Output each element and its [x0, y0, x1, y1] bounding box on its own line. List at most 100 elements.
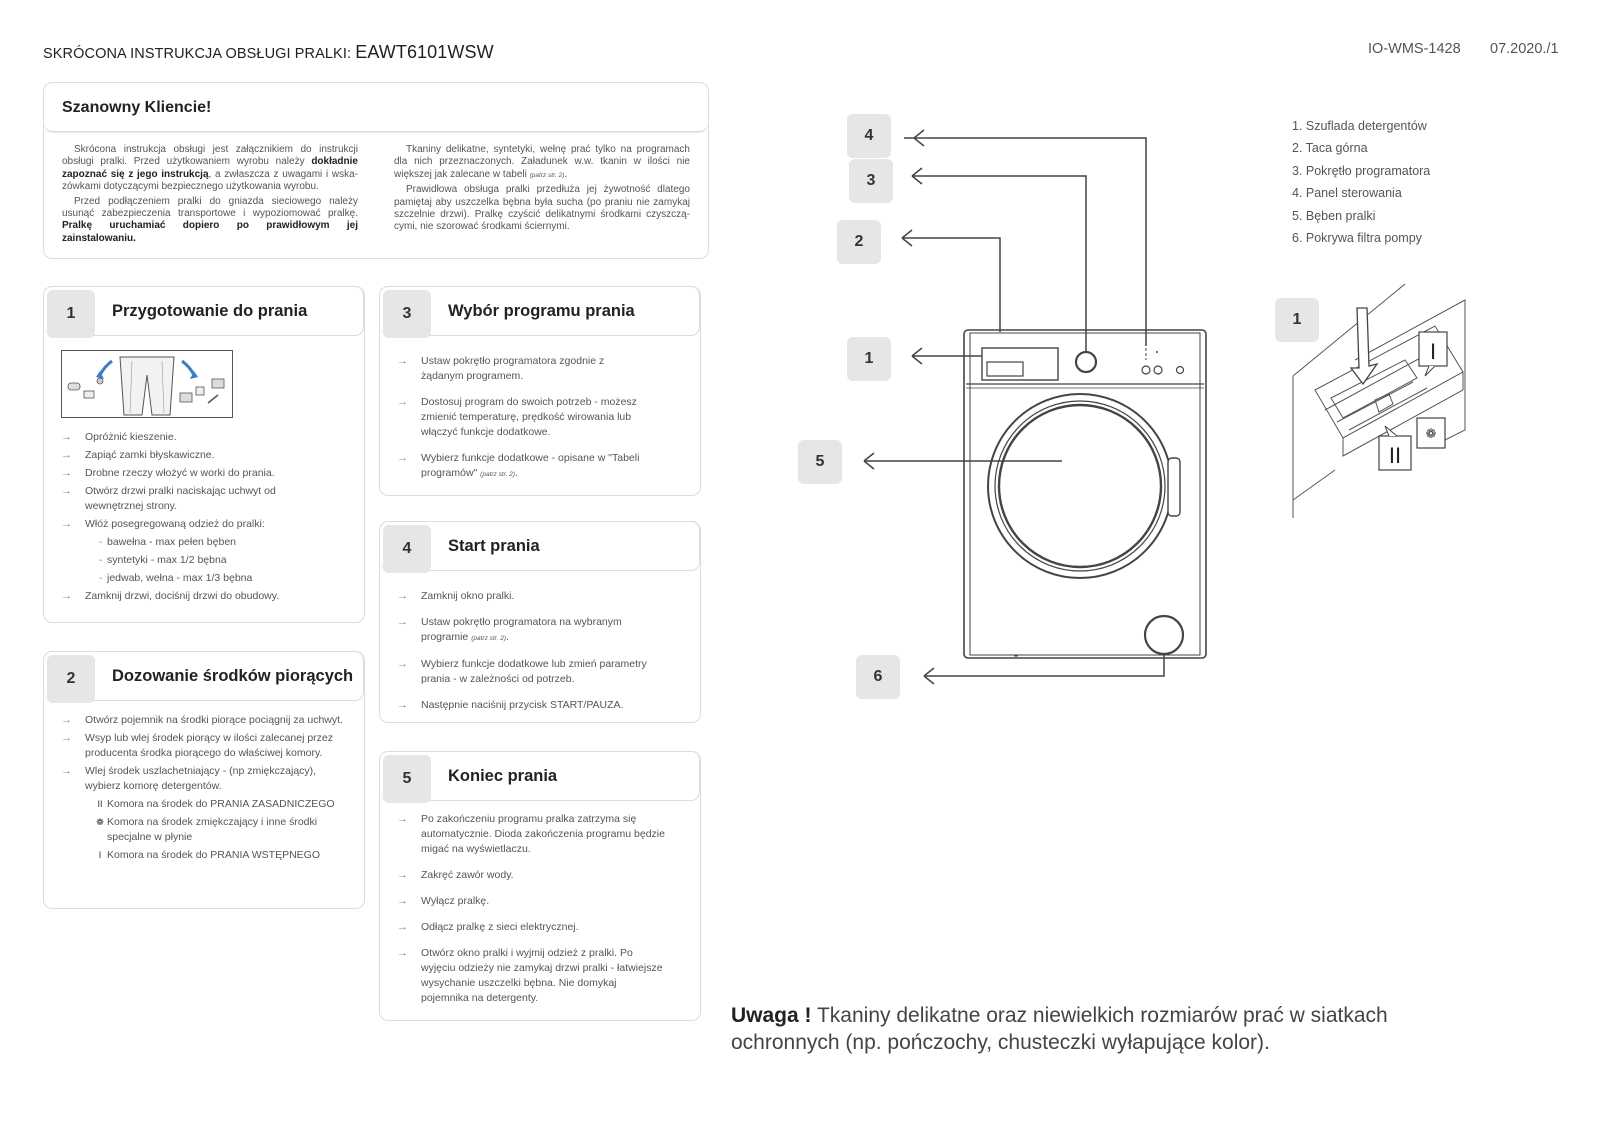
step-text: Zamknij drzwi, dociśnij drzwi do obudowy… [85, 590, 280, 602]
section-number: 4 [383, 525, 431, 573]
compartment-item: ❁Komora na środek zmiękczający i inne śr… [61, 815, 341, 845]
step-text: Wyłącz pralkę. [421, 895, 490, 907]
intro-column-right: Tkaniny delikatne, syntetyki, wełnę prać… [394, 144, 690, 236]
list-item: →Zapiąć zamki błyskawiczne. [61, 448, 361, 463]
step-text: Wsyp lub wlej środek piorący w ilości za… [85, 732, 334, 759]
intro-text: Skrócona instrukcja obsługi jest załączn… [62, 144, 358, 168]
section-5-steps: → Po zakończeniu programu pralka zatrzyma… [397, 812, 667, 1006]
compartment-softener-icon: ❁ [96, 817, 104, 827]
intro-text: , a zwłaszcza z uwagami i wska-zówkami d… [62, 168, 359, 193]
list-item: → Zakręć zawór wody. [397, 868, 667, 883]
label-box-II [1378, 435, 1412, 471]
step-text: Wlej środek uszlachetniający - (np zmięk… [85, 765, 317, 792]
document-title: SKRÓCONA INSTRUKCJA OBSŁUGI PRALKI: EAWT… [43, 42, 494, 63]
compartment-prewash-icon: I [98, 850, 102, 860]
callout-5: 5 [798, 440, 842, 484]
page-reference: (patrz str. 2) [471, 635, 506, 642]
bullet-icon: - [99, 555, 103, 566]
list-item: →Wybierz funkcje dodatkowe lub zmień par… [397, 657, 647, 687]
step-text: bawełna - max pełen bęben [107, 536, 237, 548]
title-text: SKRÓCONA INSTRUKCJA OBSŁUGI PRALKI: [43, 46, 352, 62]
list-item: →Wyłącz pralkę. [397, 894, 667, 909]
list-item: →Ustaw pokrętło programatora zgodnie z ż… [397, 354, 647, 384]
arrow-right-icon: → [61, 485, 72, 497]
list-item: → Otwórz okno pralki i wyjmij odzież z pr… [397, 946, 667, 1006]
section-number: 1 [47, 290, 95, 338]
arrow-right-icon: → [61, 467, 72, 479]
drawer-label-I: I [1430, 339, 1436, 364]
page-reference: (patrz str. 2) [480, 471, 515, 478]
step-text: syntetyki - max 1/2 bębna [107, 554, 227, 566]
arrow-right-icon: → [397, 869, 408, 881]
page-reference: (patrz str. 2) [529, 171, 565, 179]
arrow-right-icon: → [61, 732, 72, 744]
step-text: jedwab, wełna - max 1/3 bębna [107, 572, 253, 584]
softener-icon: ❁ [1426, 427, 1437, 442]
step-text: Ustaw pokrętło programatora zgodnie z żą… [421, 355, 605, 382]
label-box-softener [1416, 417, 1446, 449]
compartment-item: I Komora na środek do PRANIA WSTĘPNEGO [61, 848, 361, 863]
model-number: EAWT6101WSW [355, 42, 494, 62]
list-item: →Po zakończeniu programu pralka zatrzyma… [397, 812, 667, 857]
section-header: 1 Przygotowanie do prania [44, 287, 364, 338]
step-text: Otwórz okno pralki i wyjmij odzież z pra… [421, 947, 663, 1004]
section-5-card: 5 Koniec prania → Po zakończeniu programu… [379, 751, 701, 1021]
arrow-right-icon: → [61, 449, 72, 461]
step-text: Po zakończeniu programu pralka zatrzyma … [421, 813, 665, 855]
control-panel [1141, 348, 1185, 375]
pull-arrow-icon [1349, 307, 1379, 386]
legend-item: 4. Panel sterowania [1292, 186, 1402, 201]
step-text: Komora na środek do PRANIA WSTĘPNEGO [107, 849, 320, 861]
section-title: Start prania [448, 537, 540, 555]
arrow-right-icon: → [397, 616, 408, 628]
list-item: → Otwórz drzwi pralki naciskając uchwyt o… [61, 484, 321, 514]
arrow-right-icon: → [61, 431, 72, 443]
step-text: . [514, 467, 518, 479]
warning-text: Tkaniny delikatne oraz niewielkich rozmi… [731, 1004, 1388, 1054]
legend-item: 2. Taca górna [1292, 141, 1368, 156]
section-2-steps: → Otwórz pojemnik na środki piorące pocią… [61, 713, 361, 863]
document-code: IO-WMS-1428 [1368, 41, 1461, 57]
step-text: Ustaw pokrętło programatora na wybranym … [421, 616, 622, 643]
list-item: → Dostosuj program do swoich potrzeb - mo… [397, 395, 647, 440]
section-header: 2 Dozowanie środków piorących [44, 652, 364, 703]
list-item: →Wlej środek uszlachetniający - (np zmię… [61, 764, 321, 794]
intro-text: Przed podłączeniem pralki do gniazda sie… [62, 195, 358, 220]
parts-legend: 1. Szuflada detergentów 2. Taca górna 3.… [1292, 119, 1430, 253]
arrow-right-icon: → [397, 396, 408, 408]
arrow-right-icon: → [397, 947, 408, 959]
arrow-right-icon: → [397, 590, 408, 602]
step-text: Włóż posegregowaną odzież do pralki: [85, 518, 265, 530]
warning-label: Uwaga ! [731, 1004, 812, 1027]
arrow-right-icon: → [61, 590, 72, 602]
programmer-knob [1074, 350, 1098, 374]
step-text: Dostosuj program do swoich potrzeb - moż… [421, 396, 637, 438]
list-item: → Ustaw pokrętło programatora na wybranym… [397, 615, 627, 646]
legend-item: 1. Szuflada detergentów [1292, 119, 1427, 133]
list-item: → Zamknij drzwi, dociśnij drzwi do obudow… [61, 589, 361, 604]
list-item: →Opróżnić kieszenie. [61, 430, 361, 445]
step-text: Zakręć zawór wody. [421, 869, 514, 881]
section-title: Wybór programu prania [448, 302, 635, 320]
intro-card: Szanowny Kliencie! Skrócona instrukcja o… [43, 82, 709, 259]
intro-bold: dokładnie zapoznać się z jego instrukcją [62, 156, 358, 180]
step-text: Następnie naciśnij przycisk START/PAUZA. [421, 699, 624, 711]
step-text: Otwórz drzwi pralki naciskając uchwyt od… [85, 485, 276, 512]
drawer-label-II: II [1389, 443, 1401, 468]
section-4-card: 4 Start prania →Zamknij okno pralki. → Us… [379, 521, 701, 723]
step-text: Otwórz pojemnik na środki piorące pociąg… [85, 714, 343, 726]
section-3-card: 3 Wybór programu prania →Ustaw pokrętło … [379, 286, 701, 496]
section-header: 5 Koniec prania [380, 752, 700, 803]
drum-door [987, 393, 1181, 579]
step-text: Komora na środek zmiękczający i inne śro… [107, 816, 318, 843]
intro-text: Tkaniny delikatne, syntetyki, wełnę prać… [394, 144, 690, 180]
list-item: →Zamknij okno pralki. [397, 589, 647, 604]
list-item: →Otwórz pojemnik na środki piorące pocią… [61, 713, 361, 728]
warning-note: Uwaga ! Tkaniny delikatne oraz niewielki… [731, 1002, 1411, 1056]
step-text: Odłącz pralkę z sieci elektrycznej. [421, 921, 579, 933]
step-text: Wybierz funkcje dodatkowe lub zmień para… [421, 658, 647, 685]
callout-drawer-1: 1 [1275, 298, 1319, 342]
arrow-right-icon: → [397, 452, 408, 464]
callout-2: 2 [837, 220, 881, 264]
